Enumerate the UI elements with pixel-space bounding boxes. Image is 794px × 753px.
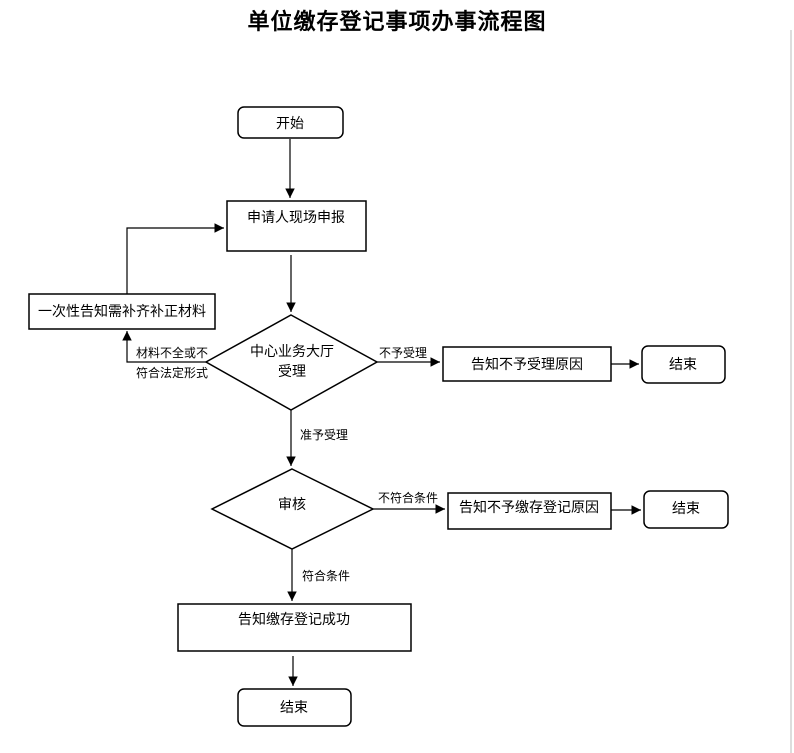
center-accept-label-line1: 中心业务大厅 <box>250 344 334 360</box>
edge-center-supplement <box>122 331 206 363</box>
notify-supplement-label: 一次性告知需补齐补正材料 <box>38 303 206 320</box>
review-node: 审核 <box>210 468 375 550</box>
center-accept-node: 中心业务大厅 受理 <box>204 314 379 411</box>
end3-node-label: 结束 <box>280 700 308 716</box>
notify-not-register-reason-node: 告知不予缴存登记原因 <box>447 492 612 530</box>
success-node-label: 告知缴存登记成功 <box>238 611 350 628</box>
review-node-label: 审核 <box>278 497 306 513</box>
notify-supplement-node: 一次性告知需补齐补正材料 <box>28 293 216 330</box>
notify-not-register-reason-label: 告知不予缴存登记原因 <box>459 499 599 516</box>
edge-not-meet-label: 不符合条件 <box>378 490 438 505</box>
center-accept-label-line2: 受理 <box>278 364 306 380</box>
apply-node-label: 申请人现场申报 <box>247 210 345 226</box>
edge-accept-label: 准予受理 <box>300 428 348 442</box>
end1-node-label: 结束 <box>669 357 697 373</box>
start-node: 开始 <box>237 106 344 139</box>
edge-supplement-apply <box>126 223 224 294</box>
success-node: 告知缴存登记成功 <box>177 603 412 652</box>
page-title: 单位缴存登记事项办事流程图 <box>247 10 547 35</box>
edge-incomplete-label-line2: 符合法定形式 <box>136 365 208 380</box>
apply-node: 申请人现场申报 <box>226 200 367 252</box>
end1-node: 结束 <box>641 345 726 384</box>
edge-incomplete-label-line1: 材料不全或不 <box>136 345 208 360</box>
notify-reject-reason-node: 告知不予受理原因 <box>442 346 612 382</box>
end2-node-label: 结束 <box>672 501 700 517</box>
end3-node: 结束 <box>237 688 352 727</box>
end2-node: 结束 <box>643 490 729 529</box>
edge-meet-label: 符合条件 <box>302 568 350 583</box>
notify-reject-reason-label: 告知不予受理原因 <box>471 356 583 373</box>
start-node-label: 开始 <box>276 116 304 132</box>
edge-not-accept-label: 不予受理 <box>379 346 427 360</box>
